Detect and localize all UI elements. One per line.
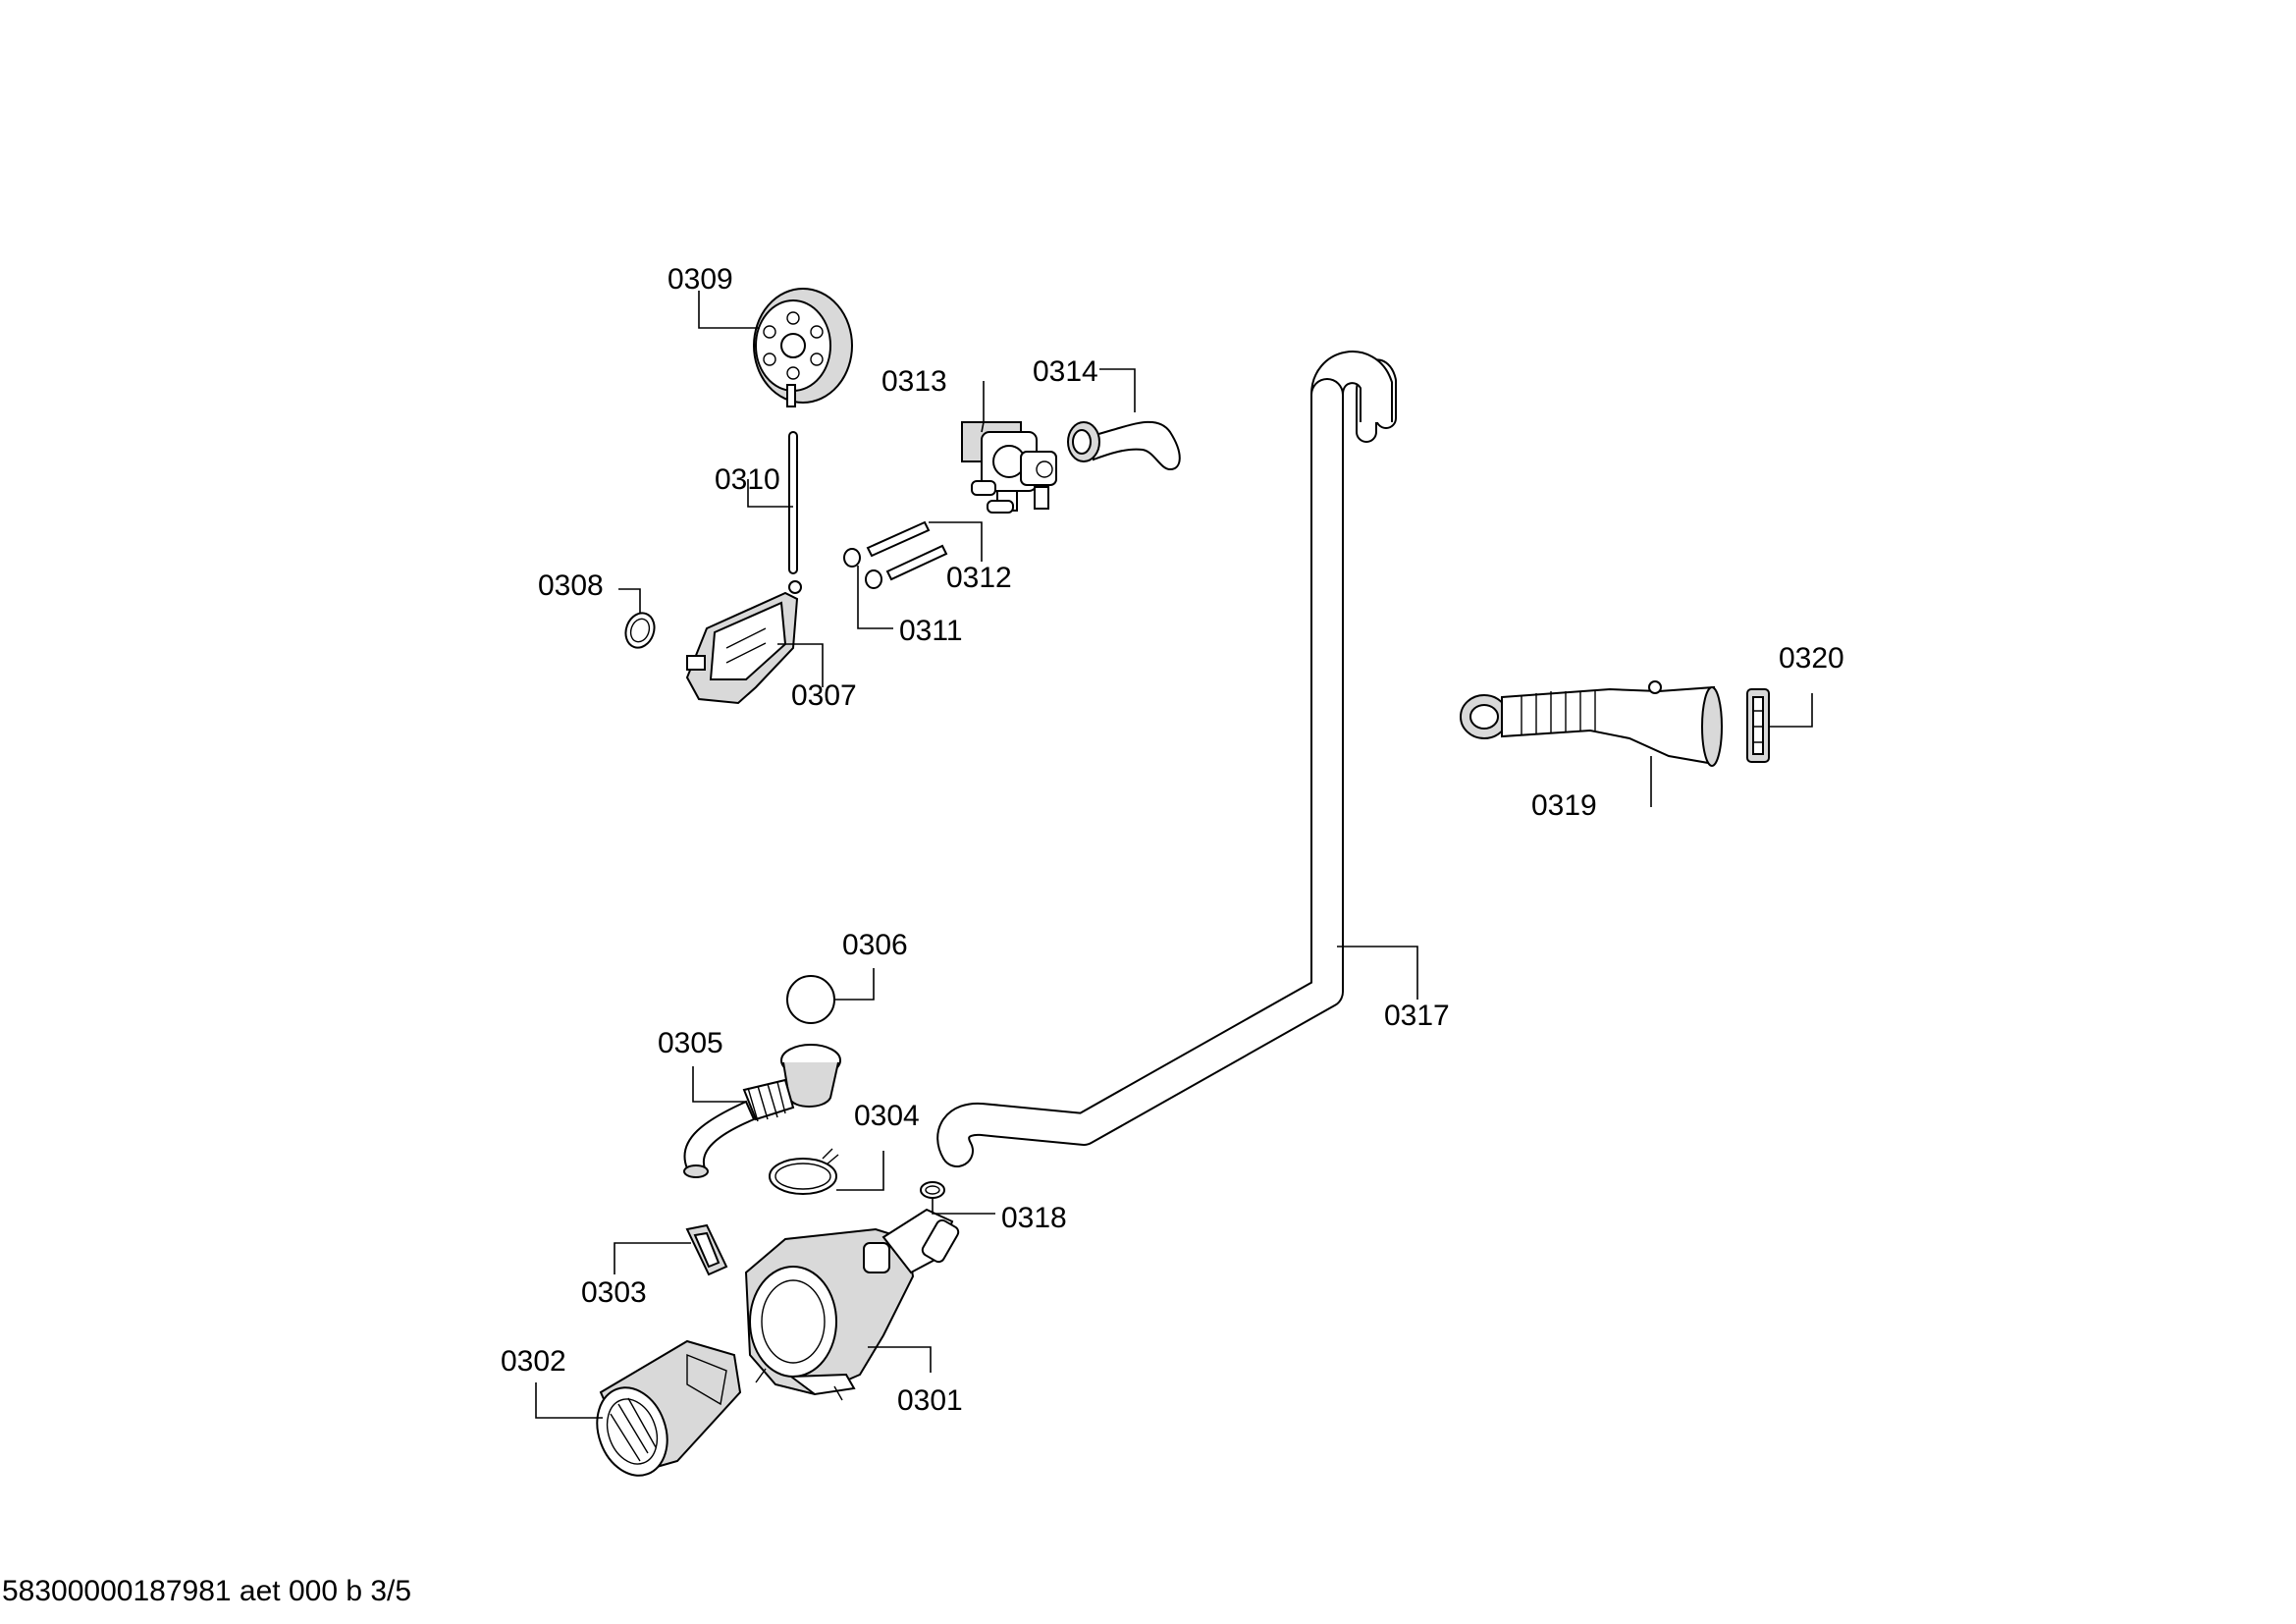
part-0309-drawing [753,288,853,407]
label-part-0303: 0303 [581,1276,647,1309]
part-0307-drawing [685,580,802,705]
document-footer-id: 58300000187981 aet 000 b 3/5 [2,1575,411,1607]
leader-lines [535,291,1813,1419]
part-0312-drawing [866,520,948,581]
label-part-0305: 0305 [658,1027,723,1059]
part-0303-drawing [685,1223,728,1276]
label-part-0318: 0318 [1001,1202,1067,1234]
label-part-0310: 0310 [715,463,780,496]
part-0318-drawing [920,1181,945,1199]
part-0308-drawing [624,612,656,649]
label-part-0320: 0320 [1779,642,1844,675]
part-0320-drawing [1746,688,1770,763]
label-part-0308: 0308 [538,569,604,602]
part-0313-drawing [961,421,1057,514]
label-part-0319: 0319 [1531,789,1597,822]
label-part-0313: 0313 [881,365,947,398]
label-part-0309: 0309 [667,263,733,296]
part-0310-drawing [788,431,798,574]
part-0319-drawing [1460,680,1723,767]
label-part-0317: 0317 [1384,1000,1450,1032]
label-part-0306: 0306 [842,929,908,961]
part-labels: 0309 0313 0314 0310 0312 0308 0311 0307 … [501,263,1844,1417]
label-part-0314: 0314 [1033,355,1098,388]
part-0311-drawing [843,548,882,589]
label-part-0307: 0307 [791,679,857,712]
part-0306-drawing [786,975,835,1024]
label-part-0312: 0312 [946,562,1012,594]
label-part-0301: 0301 [897,1384,963,1417]
part-0304-drawing [769,1148,839,1195]
label-part-0304: 0304 [854,1100,920,1132]
part-0301-drawing [744,1208,960,1401]
label-part-0302: 0302 [501,1345,566,1378]
part-0317-drawing [936,351,1397,1167]
part-0302-drawing [596,1339,742,1477]
part-0314-drawing [1067,420,1181,471]
label-part-0311: 0311 [899,615,963,647]
part-0305-drawing [683,1044,841,1178]
